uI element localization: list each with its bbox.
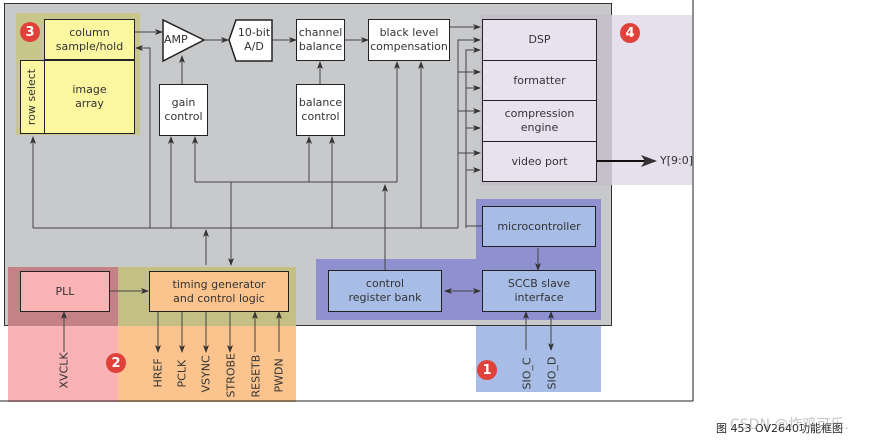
dsp-block: DSP <box>482 19 597 61</box>
amp-label: AMP <box>164 33 188 46</box>
signal-sio-d: SIO_D <box>545 356 559 390</box>
column-sample-hold-block: column sample/hold <box>44 19 135 60</box>
black-level-compensation-block: black level compensation <box>368 19 450 61</box>
signal-pclk: PCLK <box>175 359 189 388</box>
badge-4: 4 <box>620 23 640 43</box>
amp-shape <box>162 18 206 63</box>
microcontroller-block: microcontroller <box>482 206 596 247</box>
row-select-label: row select <box>25 68 39 126</box>
signal-xvclk: XVCLK <box>57 352 71 389</box>
signal-pwdn: PWDN <box>272 358 286 393</box>
sccb-slave-interface-block: SCCB slave interface <box>482 270 596 312</box>
signal-strobe: STROBE <box>224 353 238 398</box>
signal-resetb: RESETB <box>249 354 263 398</box>
row-select-block: row select <box>20 60 45 134</box>
gain-control-block: gain control <box>159 84 208 136</box>
badge-3: 3 <box>20 22 40 42</box>
figure-caption: 图 453 OV2640功能框图 <box>716 422 843 435</box>
balance-control-block: balance control <box>296 84 345 136</box>
region-sio-bg <box>476 320 601 392</box>
timing-generator-block: timing generator and control logic <box>149 271 289 312</box>
adc-label: 10-bit A/D <box>237 26 271 53</box>
compression-engine-block: compression engine <box>482 100 597 142</box>
image-array-block: image array <box>44 60 135 134</box>
control-register-bank-block: control register bank <box>328 270 442 312</box>
signal-sio-c: SIO_C <box>520 357 534 390</box>
channel-balance-block: channel balance <box>296 19 345 61</box>
watermark: CSDN @炸鸡可乐. <box>730 417 849 433</box>
signal-href: HREF <box>151 358 165 388</box>
adc-shape <box>228 19 273 62</box>
badge-2: 2 <box>106 353 126 373</box>
formatter-block: formatter <box>482 60 597 101</box>
signal-vsync: VSYNC <box>199 355 213 393</box>
pll-block: PLL <box>20 271 110 312</box>
badge-1: 1 <box>477 360 497 380</box>
video-port-block: video port <box>482 141 597 182</box>
output-y-label: Y[9:0] <box>660 154 694 167</box>
